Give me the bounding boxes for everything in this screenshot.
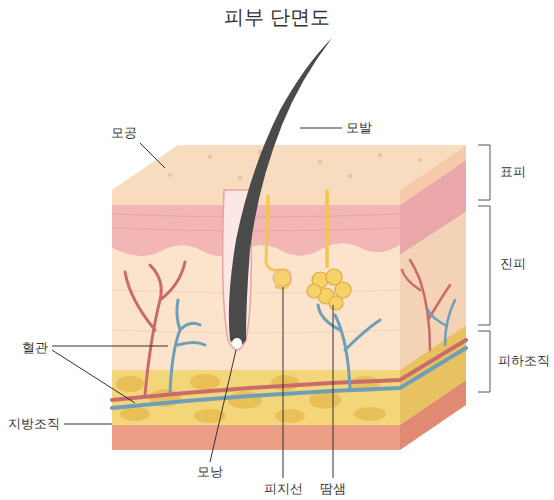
part-label: 모발 [346, 120, 372, 136]
part-label: 피지선 [264, 481, 303, 497]
part-label: 땀샘 [320, 481, 346, 497]
part-label: 모낭 [197, 464, 223, 480]
part-label: 혈관 [22, 340, 48, 356]
part-label: 지방조직 [8, 416, 60, 432]
part-label: 진피 [500, 256, 526, 272]
diagram-title: 피부 단면도 [224, 4, 330, 31]
part-label: 모공 [111, 125, 137, 141]
part-label: 표피 [500, 164, 526, 180]
part-label: 피하조직 [498, 353, 550, 369]
